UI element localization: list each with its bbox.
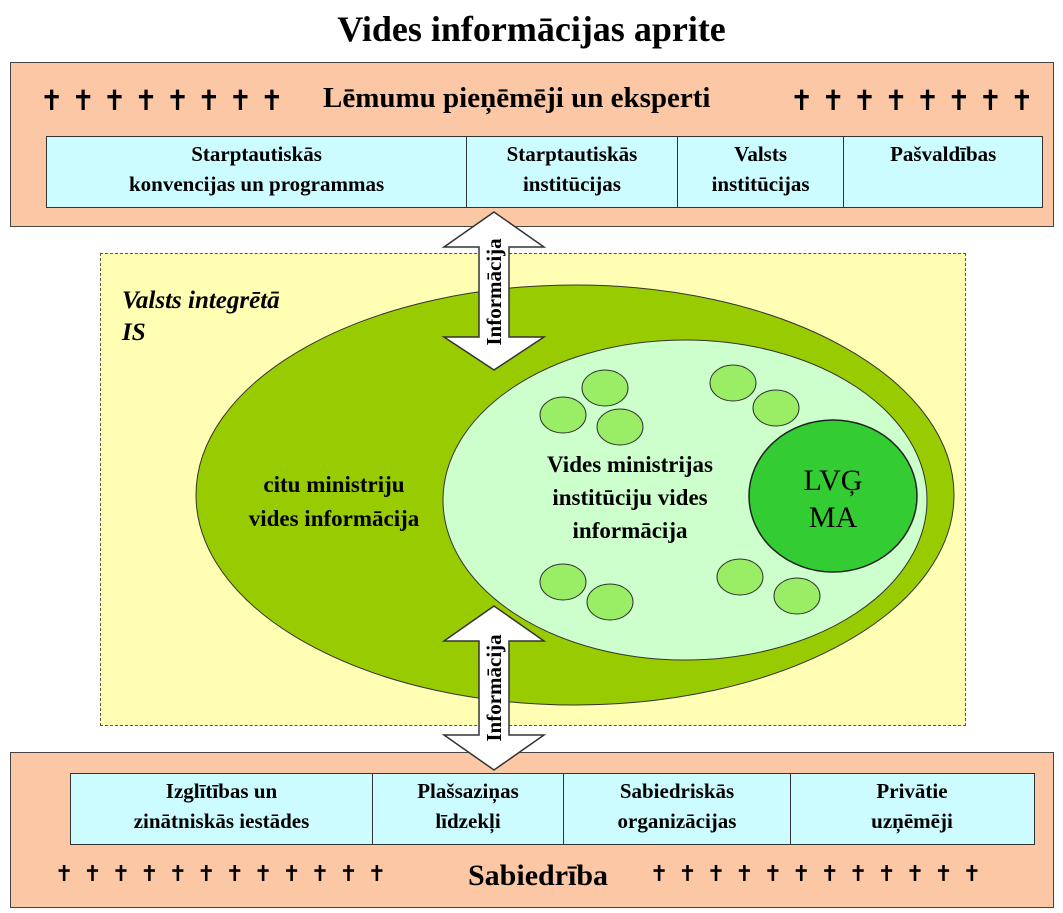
small-circle [539,563,587,601]
category-international-institutions: Starptautiskās institūcijas [467,137,678,207]
other-ministries-line1: citu ministriju [263,472,404,497]
information-arrow-bottom [441,605,547,771]
people-icons-bottom-left: ✝✝✝✝✝✝✝✝✝✝✝✝ [55,862,397,887]
lvgma-ellipse [748,419,918,573]
small-circle [596,408,644,446]
decision-makers-categories: Starptautiskās konvencijas un programmas… [46,136,1043,208]
category-municipalities: Pašvaldības [890,142,997,166]
people-icons-top-left: ✝✝✝✝✝✝✝✝ [40,84,292,117]
society-categories: Izglītības un zinātniskās iestādes Plašs… [70,773,1035,845]
category-private-entrepreneurs: Privātie uzņēmēji [871,779,953,833]
category-mass-media: Plašsaziņas līdzekļi [373,774,564,844]
category-state-institutions: Valsts institūcijas [678,137,845,207]
arrow-top-label: Informācija [482,238,506,346]
env-ministry-line3: informācija [573,518,688,543]
decision-makers-label: Lēmumu pieņēmēji un eksperti [323,82,711,114]
lvgma-line1: LVĢ [804,464,863,497]
category-international-conventions: Starptautiskās konvencijas un programmas [47,137,468,207]
small-circle [773,577,821,615]
small-circle [581,369,629,407]
env-ministry-line2: institūciju vides [552,485,707,510]
arrow-bottom-label: Informācija [482,634,506,742]
society-label: Sabiedrība [468,859,609,892]
lvgma-line2: MA [809,501,858,534]
state-integrated-is-label: Valsts integrētā IS [122,287,280,346]
small-circle [539,396,587,434]
people-icons-bottom-right: ✝✝✝✝✝✝✝✝✝✝✝✝ [650,862,992,887]
other-ministries-line2: vides informācija [249,506,420,531]
small-circle [752,389,800,427]
category-public-organizations: Sabiedriskās organizācijas [564,774,791,844]
env-ministry-line1: Vides ministrijas [547,452,713,477]
small-circle [716,558,764,596]
people-icons-top-right: ✝✝✝✝✝✝✝✝ [790,84,1042,117]
information-arrow-top [441,211,547,371]
small-circle [709,364,757,402]
diagram-title: Vides informācijas aprite [337,9,726,49]
category-education-science: Izglītības un zinātniskās iestādes [71,774,373,844]
small-circle [586,583,634,621]
